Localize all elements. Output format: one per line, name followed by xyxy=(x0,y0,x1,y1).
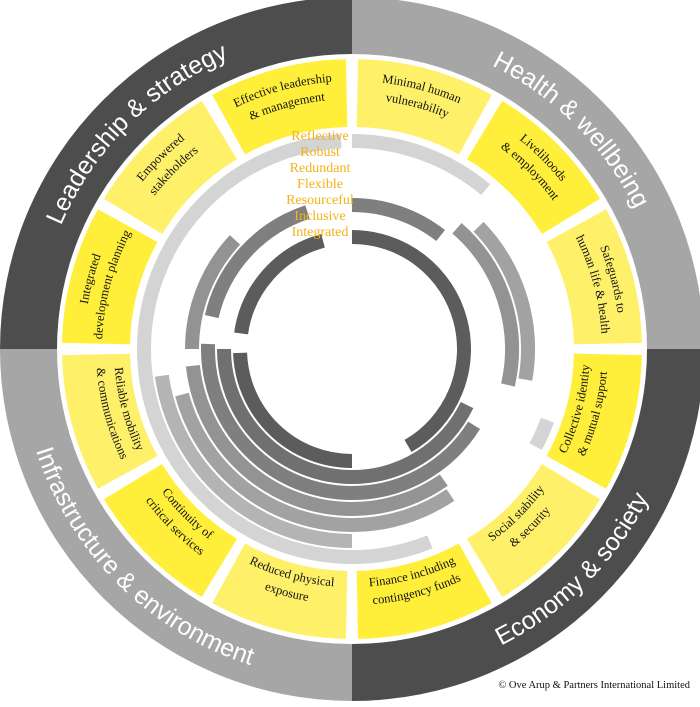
quality-arc xyxy=(351,134,491,196)
quality-arc xyxy=(529,417,555,450)
quality-arc xyxy=(452,222,519,387)
quality-label-robust: Robust xyxy=(300,145,340,160)
quality-arc xyxy=(351,198,445,242)
goal-segment xyxy=(212,543,348,639)
quadrant-segment-leadership-strategy xyxy=(0,0,352,349)
goal-segment xyxy=(356,543,492,639)
quadrant-segment-infrastructure-environment xyxy=(0,349,352,701)
quality-arc xyxy=(204,205,310,319)
quality-arc xyxy=(217,348,353,484)
goal-segment xyxy=(467,464,601,598)
quality-label-resourceful: Resourceful xyxy=(286,193,354,208)
quality-arc xyxy=(351,230,471,453)
quality-label-inclusive: Inclusive xyxy=(294,209,345,224)
quadrant-segment-economy-society xyxy=(352,349,700,701)
quality-arc xyxy=(154,374,353,548)
quality-arc xyxy=(137,348,433,564)
quality-arc xyxy=(201,343,353,500)
goal-segment xyxy=(103,100,237,234)
quality-label-reflective: Reflective xyxy=(291,129,349,144)
quality-arcs xyxy=(137,134,555,564)
goal-segment xyxy=(356,59,492,155)
quality-arc xyxy=(185,235,241,350)
quality-labels: ReflectiveRobustRedundantFlexibleResourc… xyxy=(286,129,354,240)
quality-label-redundant: Redundant xyxy=(290,161,351,176)
quality-arc xyxy=(137,134,342,350)
quality-arc xyxy=(351,421,481,500)
goal-segment xyxy=(546,353,642,489)
goal-segment xyxy=(62,353,158,489)
goal-segment xyxy=(212,59,348,155)
quality-arc xyxy=(473,221,535,381)
quality-label-integrated: Integrated xyxy=(292,225,349,240)
quadrant-segment-health-wellbeing xyxy=(352,0,700,349)
quality-arc xyxy=(185,364,353,516)
goal-segment xyxy=(467,100,601,234)
quality-arc xyxy=(351,489,455,532)
goal-segment xyxy=(546,209,642,345)
quality-arc xyxy=(351,474,448,516)
quality-label-flexible: Flexible xyxy=(297,177,343,192)
quality-arc xyxy=(233,352,353,468)
copyright-notice: © Ove Arup & Partners International Limi… xyxy=(498,680,690,691)
goal-segment xyxy=(103,464,237,598)
quality-arc xyxy=(351,401,474,484)
goal-segment xyxy=(62,209,158,345)
quality-arc xyxy=(175,392,353,532)
quality-arc xyxy=(234,234,325,335)
